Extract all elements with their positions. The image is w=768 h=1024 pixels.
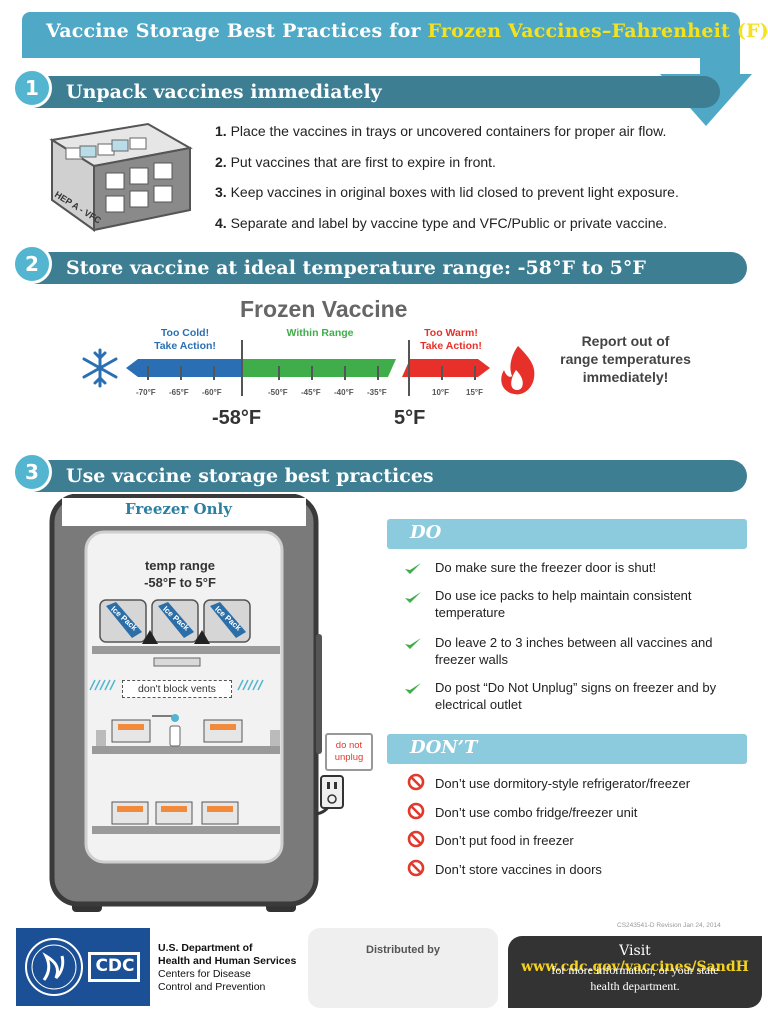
section-2-title: Store vaccine at ideal temperature range… <box>66 257 646 279</box>
hhs-cdc-logo: CDC <box>16 928 150 1006</box>
cdc-url-link[interactable]: www.cdc.gov/vaccines/SandH <box>521 959 749 975</box>
do-heading-bar <box>387 519 747 549</box>
tick-label: -70°F <box>136 388 156 397</box>
check-icon <box>405 563 421 574</box>
dont-item: Don’t use combo fridge/freezer unit <box>435 805 638 820</box>
prohibited-icon <box>407 773 425 791</box>
temperature-scale <box>82 340 535 396</box>
do-item: Do post “Do Not Unplug” signs on freezer… <box>435 680 717 712</box>
section-3-bar <box>20 460 747 492</box>
vaccine-tray-illustration: HEP A - VFC <box>49 122 193 232</box>
agency-name: U.S. Department of Health and Human Serv… <box>158 942 297 993</box>
tick-label: -65°F <box>169 388 189 397</box>
distributed-by-box: Distributed by <box>308 928 498 1008</box>
check-icon <box>405 592 421 603</box>
too-cold-label: Too Cold! Take Action! <box>154 327 216 352</box>
snowflake-icon <box>82 348 118 388</box>
tick-label: -45°F <box>301 388 321 397</box>
section-2-bar <box>20 252 747 284</box>
frozen-vaccine-heading: Frozen Vaccine <box>240 296 408 322</box>
cdc-logo-text: CDC <box>95 956 135 976</box>
flame-icon <box>501 346 535 395</box>
list-item: 1. Place the vaccines in trays or uncove… <box>215 123 667 139</box>
prohibited-icon <box>407 802 425 820</box>
dont-item: Don’t use dormitory-style refrigerator/f… <box>435 776 691 791</box>
range-bar <box>242 359 396 377</box>
visit-details: for more information, or your state heal… <box>551 963 719 993</box>
section-2-number: 2 <box>12 244 52 284</box>
revision-note: CS243541-D Revision Jan 24, 2014 <box>617 922 721 929</box>
freezer-temp-range: temp range -58°F to 5°F <box>144 558 216 590</box>
check-icon <box>405 638 421 649</box>
cold-bar <box>126 359 242 377</box>
distributed-by-label: Distributed by <box>366 944 440 956</box>
low-limit-value: -58°F <box>212 407 262 429</box>
check-icon <box>405 683 421 694</box>
section-3-number: 3 <box>12 452 52 492</box>
dont-item: Don’t put food in freezer <box>435 833 574 848</box>
tick-label: -40°F <box>334 388 354 397</box>
dont-heading: DON’T <box>410 737 478 758</box>
tick-label: -35°F <box>367 388 387 397</box>
page-title: Vaccine Storage Best Practices for Froze… <box>46 20 768 42</box>
section-1-bar <box>20 76 720 108</box>
section-1-number: 1 <box>12 68 52 108</box>
tick-label: -60°F <box>202 388 222 397</box>
dont-item: Don’t store vaccines in doors <box>435 862 602 877</box>
do-heading: DO <box>410 522 442 543</box>
prohibited-icon <box>407 859 425 877</box>
report-text: Report out of range temperatures immedia… <box>560 333 691 385</box>
section-1-title: Unpack vaccines immediately <box>66 81 382 103</box>
visit-line: Visit www.cdc.gov/vaccines/SandH <box>521 943 749 975</box>
do-item: Do leave 2 to 3 inches between all vacci… <box>435 635 713 667</box>
list-item: 3. Keep vaccines in original boxes with … <box>215 184 679 200</box>
do-item: Do use ice packs to help maintain consis… <box>435 588 692 620</box>
prohibited-icon <box>407 830 425 848</box>
within-range-label: Within Range <box>286 327 354 339</box>
do-not-unplug-sign: do not unplug <box>325 733 373 771</box>
title-highlight: Frozen Vaccines–Fahrenheit (F) <box>427 20 768 42</box>
tick-label: -50°F <box>268 388 288 397</box>
tick-label: 15°F <box>466 388 483 397</box>
hhs-seal-icon <box>25 938 140 996</box>
list-item: 4. Separate and label by vaccine type an… <box>215 214 668 231</box>
do-item: Do make sure the freezer door is shut! <box>435 560 657 575</box>
list-item: 2. Put vaccines that are first to expire… <box>215 153 496 170</box>
dont-heading-bar <box>387 734 747 764</box>
unpack-steps-list: 1. Place the vaccines in trays or uncove… <box>215 122 755 244</box>
title-banner <box>22 12 722 58</box>
section-3-title: Use vaccine storage best practices <box>66 465 434 487</box>
high-limit-value: 5°F <box>394 407 426 429</box>
dont-block-vents-label: don't block vents <box>122 680 232 698</box>
tick-label: 10°F <box>432 388 449 397</box>
visit-box: Visit www.cdc.gov/vaccines/SandH for mor… <box>508 936 762 1008</box>
title-prefix: Vaccine Storage Best Practices for <box>46 20 428 42</box>
warm-bar <box>402 359 490 377</box>
freezer-only-label: Freezer Only <box>125 500 232 518</box>
too-warm-label: Too Warm! Take Action! <box>420 327 482 352</box>
